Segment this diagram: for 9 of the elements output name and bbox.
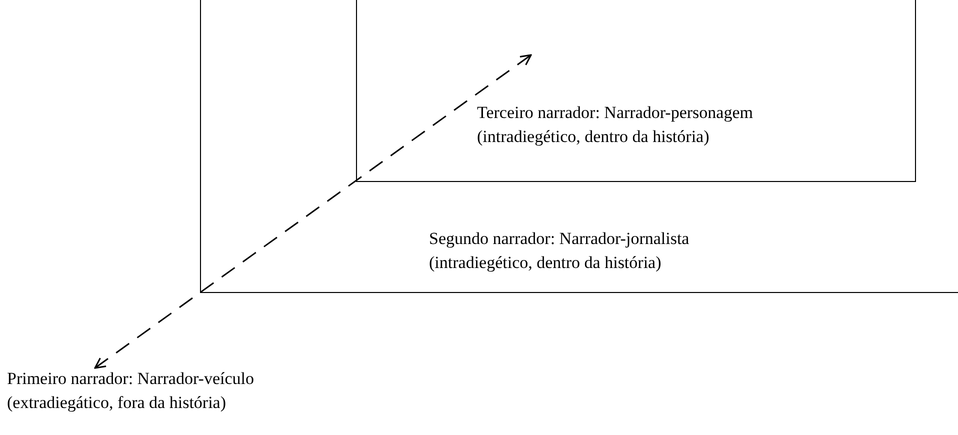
narrator-label: Primeiro narrador: Narrador-veículo — [7, 368, 254, 390]
narrator-label: (intradiegético, dentro da história) — [477, 126, 710, 148]
narrator-label: Segundo narrador: Narrador-jornalista — [429, 228, 690, 250]
narrator-label: Terceiro narrador: Narrador-personagem — [477, 102, 753, 124]
narrative-frame — [356, 0, 916, 182]
narrator-label: (extradiegático, fora da história) — [7, 392, 226, 414]
narrative-frame — [200, 0, 958, 293]
narrator-label: (intradiegético, dentro da história) — [429, 252, 662, 274]
dashed-arrow — [94, 54, 532, 369]
